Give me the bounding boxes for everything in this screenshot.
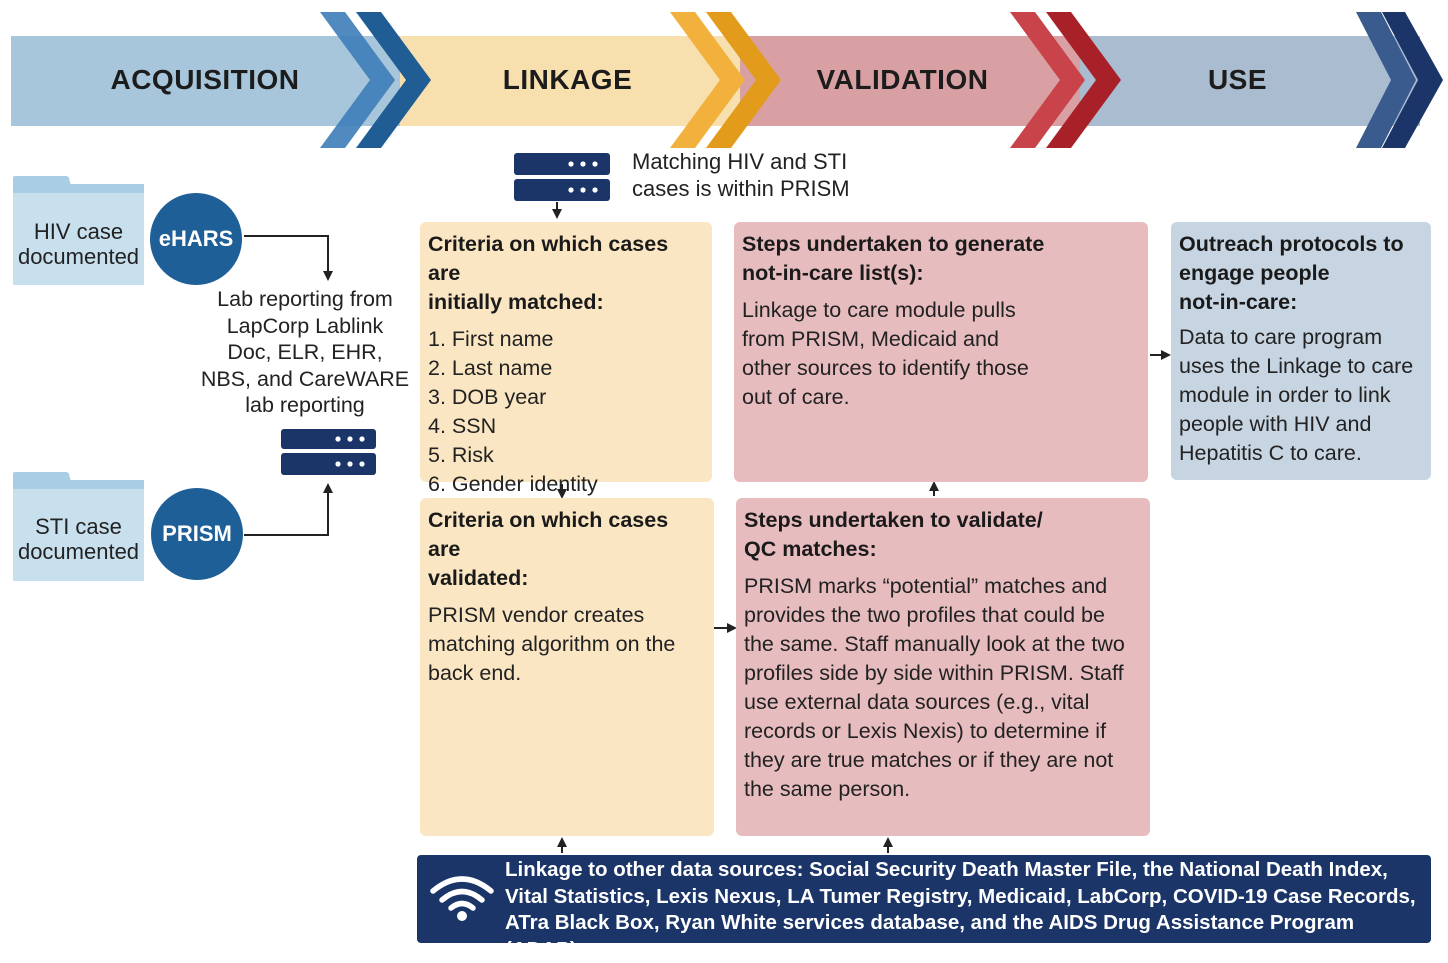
outreach-title: Outreach protocols to engage people not-… bbox=[1179, 230, 1423, 317]
matched-criteria-list: 1. First name 2. Last name 3. DOB year 4… bbox=[428, 325, 704, 499]
body-line: Hepatitis C to care. bbox=[1179, 441, 1362, 465]
server-icon bbox=[281, 429, 376, 475]
title-line: initially matched: bbox=[428, 290, 604, 314]
other-data-sources-text: Linkage to other data sources: Social Se… bbox=[505, 857, 1425, 963]
body-line: Data to care program bbox=[1179, 325, 1383, 349]
generate-title: Steps undertaken to generate not-in-care… bbox=[742, 230, 1140, 288]
ehars-circle: eHARS bbox=[150, 193, 242, 285]
body-line: out of care. bbox=[742, 385, 850, 409]
body-line: other sources to identify those bbox=[742, 356, 1029, 380]
title-line: QC matches: bbox=[744, 537, 877, 561]
lab-reporting-text: Lab reporting from LapCorp Lablink Doc, … bbox=[200, 286, 410, 419]
body-line: PRISM marks “potential” matches and bbox=[744, 574, 1108, 598]
hiv-folder-label: HIV case documented bbox=[13, 219, 144, 269]
note-line: cases is within PRISM bbox=[632, 176, 850, 201]
body-line: uses the Linkage to care bbox=[1179, 354, 1414, 378]
outreach-protocols-box: Outreach protocols to engage people not-… bbox=[1171, 222, 1431, 480]
validated-criteria-box: Criteria on which cases are validated: P… bbox=[420, 498, 714, 836]
title-line: Steps undertaken to generate bbox=[742, 232, 1045, 256]
body-line: from PRISM, Medicaid and bbox=[742, 327, 999, 351]
prism-connector bbox=[244, 483, 333, 536]
title-line: Steps undertaken to validate/ bbox=[744, 508, 1043, 532]
chevron-validation bbox=[1010, 12, 1121, 148]
title-line: Criteria on which cases are bbox=[428, 508, 669, 561]
body-line: PRISM vendor creates bbox=[428, 603, 645, 627]
folder-icon bbox=[13, 472, 144, 581]
ehars-connector bbox=[244, 235, 333, 281]
qc-matches-box: Steps undertaken to validate/ QC matches… bbox=[736, 498, 1150, 836]
body-line: the same person. bbox=[744, 777, 911, 801]
other-data-sources-bar: Linkage to other data sources: Social Se… bbox=[417, 855, 1431, 961]
note-line: Matching HIV and STI bbox=[632, 149, 848, 174]
stage-label-validation: VALIDATION bbox=[816, 64, 989, 95]
list-item: 5. Risk bbox=[428, 443, 494, 467]
matched-criteria-title: Criteria on which cases are initially ma… bbox=[428, 230, 704, 317]
list-item: 4. SSN bbox=[428, 414, 497, 438]
body-line: use external data sources (e.g., vital bbox=[744, 690, 1090, 714]
body-line: module in order to link bbox=[1179, 383, 1391, 407]
lab-line: Lab reporting from bbox=[217, 287, 393, 311]
qc-title: Steps undertaken to validate/ QC matches… bbox=[744, 506, 1142, 564]
body-line: they are true matches or if they are not bbox=[744, 748, 1114, 772]
list-item: 6. Gender identity bbox=[428, 472, 598, 496]
generate-not-in-care-box: Steps undertaken to generate not-in-care… bbox=[734, 222, 1148, 482]
sti-folder-line: documented bbox=[17, 539, 140, 564]
band-acquisition bbox=[11, 36, 411, 126]
stage-banner bbox=[11, 12, 1443, 148]
body-line: provides the two profiles that could be bbox=[744, 603, 1105, 627]
list-item: 1. First name bbox=[428, 327, 554, 351]
body-line: matching algorithm on the bbox=[428, 632, 676, 656]
prism-circle: PRISM bbox=[151, 488, 243, 580]
stage-label-linkage: LINKAGE bbox=[502, 64, 633, 95]
title-line: engage people bbox=[1179, 261, 1330, 285]
hiv-folder-line: HIV case bbox=[33, 219, 124, 244]
title-line: validated: bbox=[428, 566, 529, 590]
band-validation bbox=[740, 36, 1090, 126]
bottom-line: Linkage to other data sources: Social Se… bbox=[505, 858, 1388, 881]
lab-line: LapCorp Lablink bbox=[226, 313, 384, 338]
qc-body: PRISM marks “potential” matches and prov… bbox=[744, 572, 1142, 804]
body-line: records or Lexis Nexis) to determine if bbox=[744, 719, 1107, 743]
prism-matching-note: Matching HIV and STI cases is within PRI… bbox=[632, 148, 850, 202]
bottom-line: ATra Black Box, Ryan White services data… bbox=[505, 911, 1355, 961]
body-line: the same. Staff manually look at the two bbox=[744, 632, 1125, 656]
server-icon bbox=[514, 153, 610, 201]
validated-criteria-title: Criteria on which cases are validated: bbox=[428, 506, 706, 593]
hiv-folder-line: documented bbox=[17, 244, 140, 269]
stage-label-acquisition: ACQUISITION bbox=[110, 64, 300, 95]
folder-icon bbox=[13, 176, 144, 285]
body-line: back end. bbox=[428, 661, 522, 685]
body-line: Linkage to care module pulls bbox=[742, 298, 1016, 322]
stage-label-use: USE bbox=[1207, 64, 1268, 95]
matched-criteria-box: Criteria on which cases are initially ma… bbox=[420, 222, 712, 496]
bottom-line: Vital Statistics, Lexis Nexus, LA Tumer … bbox=[505, 884, 1416, 908]
list-item: 3. DOB year bbox=[428, 385, 547, 409]
generate-body: Linkage to care module pulls from PRISM,… bbox=[742, 296, 1140, 412]
band-use bbox=[1080, 36, 1420, 126]
chevron-use bbox=[1356, 12, 1443, 148]
lab-line: NBS, and CareWARE bbox=[200, 366, 410, 391]
sti-folder-line: STI case bbox=[35, 514, 122, 539]
lab-line: Doc, ELR, EHR, bbox=[227, 340, 383, 364]
outreach-body: Data to care program uses the Linkage to… bbox=[1179, 323, 1423, 468]
band-linkage bbox=[400, 36, 750, 126]
title-line: Criteria on which cases are bbox=[428, 232, 669, 285]
validated-criteria-body: PRISM vendor creates matching algorithm … bbox=[428, 601, 706, 688]
title-line: not-in-care list(s): bbox=[742, 261, 924, 285]
title-line: not-in-care: bbox=[1179, 290, 1298, 314]
title-line: Outreach protocols to bbox=[1179, 232, 1404, 256]
sti-folder-label: STI case documented bbox=[13, 514, 144, 564]
body-line: profiles side by side within PRISM. Staf… bbox=[744, 661, 1124, 685]
wifi-icon bbox=[430, 876, 494, 921]
chevron-linkage bbox=[670, 12, 781, 148]
body-line: people with HIV and bbox=[1179, 412, 1372, 436]
list-item: 2. Last name bbox=[428, 356, 553, 380]
lab-line: lab reporting bbox=[245, 393, 365, 417]
chevron-acquisition bbox=[320, 12, 431, 148]
